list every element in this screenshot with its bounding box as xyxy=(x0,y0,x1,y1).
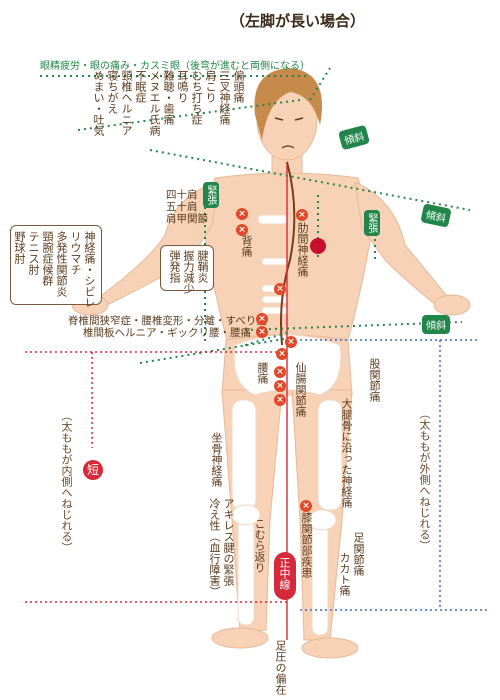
sciatic-label: 坐骨神経痛 xyxy=(210,432,223,487)
thigh-nerve-label: 大腿骨に沿った神経痛 xyxy=(340,398,353,508)
lower-back-label: 腰痛 xyxy=(256,362,269,384)
symptom: 腱鞘炎 xyxy=(196,250,209,283)
page-title: （左脚が長い場合） xyxy=(230,12,366,30)
midline-label: 正中線 xyxy=(278,557,291,590)
pain-marker: × xyxy=(274,366,286,378)
pain-marker: × xyxy=(256,326,268,338)
ankle-label: 足関節痛 xyxy=(352,532,365,576)
pain-marker: × xyxy=(274,380,286,392)
pain-marker: × xyxy=(274,283,286,295)
symptom: 耳鳴り xyxy=(176,70,189,103)
symptom: むち打ち症 xyxy=(190,70,203,125)
shoulder-label: 四十肩 xyxy=(166,189,198,201)
symptom: 難聴・歯痛 xyxy=(162,70,175,125)
pain-marker: × xyxy=(300,500,312,512)
pain-marker: × xyxy=(274,394,286,406)
symptom: 頸椎ヘルニア xyxy=(120,70,133,136)
symptom: 肩こり xyxy=(204,70,217,103)
symptom: 野球肘 xyxy=(13,231,26,264)
pain-marker: × xyxy=(285,336,297,348)
symptom: 三叉神経痛 xyxy=(218,70,231,125)
symptom: 偏頭痛 xyxy=(232,70,245,103)
top-banner: 眼精疲労・眼の痛み・カスミ眼（後弯が進むと両側になる） xyxy=(40,61,310,72)
mid-symptom-box: 腱鞘炎 握力減少 弾発指 xyxy=(160,245,214,294)
symptom: 頸腕症候群 xyxy=(41,231,54,286)
calf-label: こむら返り xyxy=(253,518,266,573)
right-side-note: （太ももが外側へねじれる） xyxy=(418,408,431,551)
knee-label: 膝関節部疾患 xyxy=(300,512,313,578)
foot-pressure-label: 足圧の偏在 xyxy=(274,640,287,695)
shoulder-label: 五十肩 xyxy=(166,201,198,213)
sacroiliac-label: 仙腸関節痛 xyxy=(294,362,307,417)
tension-tag-right: 緊張 xyxy=(364,210,380,236)
rib-pain-label: 肋間神経痛 xyxy=(296,222,309,277)
spine-line-1: 脊椎間狭窄症・腰椎変形・分離・すべり症 xyxy=(68,315,267,327)
symptom: 不眠症 xyxy=(134,70,147,103)
hip-joint-label: 股関節痛 xyxy=(368,358,381,402)
symptom: メヌエル氏病 xyxy=(148,70,161,136)
shoulder-label: 肩甲関節 xyxy=(166,213,208,225)
short-marker: 短 xyxy=(83,460,103,480)
symptom: 握力減少 xyxy=(182,250,195,294)
midline-badge: 正中線 xyxy=(274,552,296,600)
back-pain-label: 背痛 xyxy=(240,235,253,257)
symptom: テニス肘 xyxy=(27,231,40,275)
cold-label: 冷え性（血行障害） xyxy=(208,498,221,597)
symptom: 弾発指 xyxy=(168,250,181,283)
pain-marker: × xyxy=(276,348,288,360)
pain-marker: × xyxy=(256,313,268,325)
tension-tag-left: 緊張 xyxy=(203,182,219,208)
symptom: 寝ちがえ xyxy=(106,70,119,114)
head-symptoms: 偏頭痛 三叉神経痛 肩こり むち打ち症 耳鳴り 難聴・歯痛 メヌエル氏病 不眠症… xyxy=(92,70,245,136)
symptom: 神経痛・シビレ xyxy=(83,231,96,308)
symptom: 多発性関節炎 xyxy=(55,231,68,297)
spine-line-2: 椎間板ヘルニア・ギックリ腰・腰痛 xyxy=(83,327,251,339)
symptom: リウマチ xyxy=(69,231,82,275)
symptom: めまい・吐気 xyxy=(92,70,105,136)
left-symptom-box: 神経痛・シビレ リウマチ 多発性関節炎 頸腕症候群 テニス肘 野球肘 xyxy=(10,225,102,308)
heel-label: カカト痛 xyxy=(338,552,351,596)
pain-marker: × xyxy=(236,224,248,236)
tilt-tag-hip: 傾斜 xyxy=(422,315,450,334)
pain-marker: × xyxy=(296,209,308,221)
achilles-label: アキレス腱の緊張 xyxy=(222,498,235,586)
left-side-note: （太ももが内側へねじれる） xyxy=(60,410,73,553)
pain-marker: × xyxy=(236,208,248,220)
